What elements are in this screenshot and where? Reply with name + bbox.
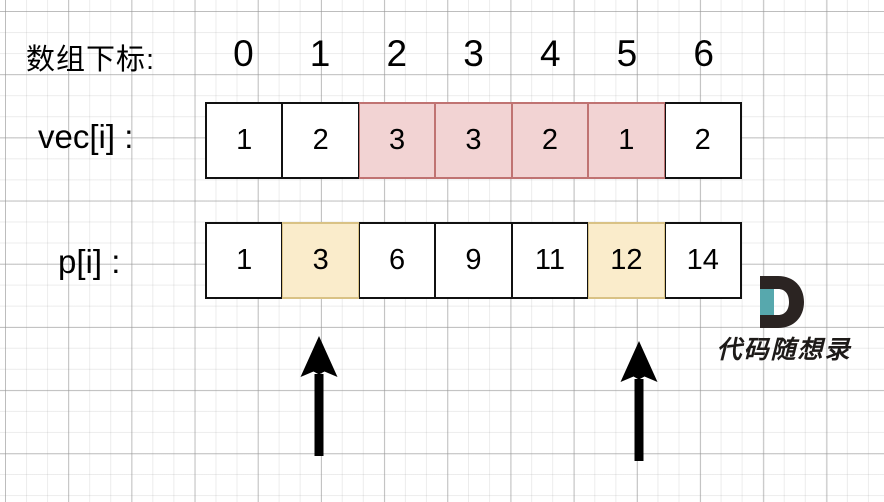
p-cell-5: 12 — [588, 222, 665, 299]
vec-cell-3: 3 — [435, 102, 512, 179]
arrow-up-index-5 — [620, 341, 658, 461]
index-label-6: 6 — [693, 32, 714, 74]
index-label-0: 0 — [233, 32, 254, 74]
row-label-array-index: 数组下标: — [26, 44, 156, 76]
vec-cell-6: 2 — [664, 102, 742, 179]
p-cell-4: 11 — [511, 222, 589, 299]
index-label-2: 2 — [386, 32, 408, 74]
arrow-up-index-1 — [300, 336, 338, 456]
row-label-p: p[i] : — [58, 243, 121, 280]
vec-cell-5: 1 — [588, 102, 665, 179]
vec-array-row: 1 2 3 3 2 1 2 — [205, 102, 742, 179]
row-label-vec: vec[i] : — [38, 118, 134, 155]
watermark-text: 代码随想录 — [716, 335, 852, 364]
vec-cell-2: 3 — [358, 102, 436, 179]
index-label-4: 4 — [539, 32, 561, 74]
watermark-logo: 代码随想录 — [694, 276, 874, 368]
index-header-row: 0 1 2 3 4 5 6 — [205, 30, 742, 76]
index-label-5: 5 — [616, 32, 638, 74]
vec-cell-0: 1 — [205, 102, 283, 179]
logo-d-icon — [760, 276, 804, 328]
vec-cell-1: 2 — [282, 102, 359, 179]
index-label-3: 3 — [463, 32, 484, 74]
p-cell-0: 1 — [205, 222, 283, 299]
p-array-row: 1 3 6 9 11 12 14 — [205, 222, 742, 299]
index-label-1: 1 — [309, 32, 331, 74]
p-cell-2: 6 — [358, 222, 436, 299]
p-cell-3: 9 — [435, 222, 512, 299]
vec-cell-4: 2 — [511, 102, 589, 179]
p-cell-1: 3 — [282, 222, 359, 299]
p-cell-6: 14 — [664, 222, 742, 299]
